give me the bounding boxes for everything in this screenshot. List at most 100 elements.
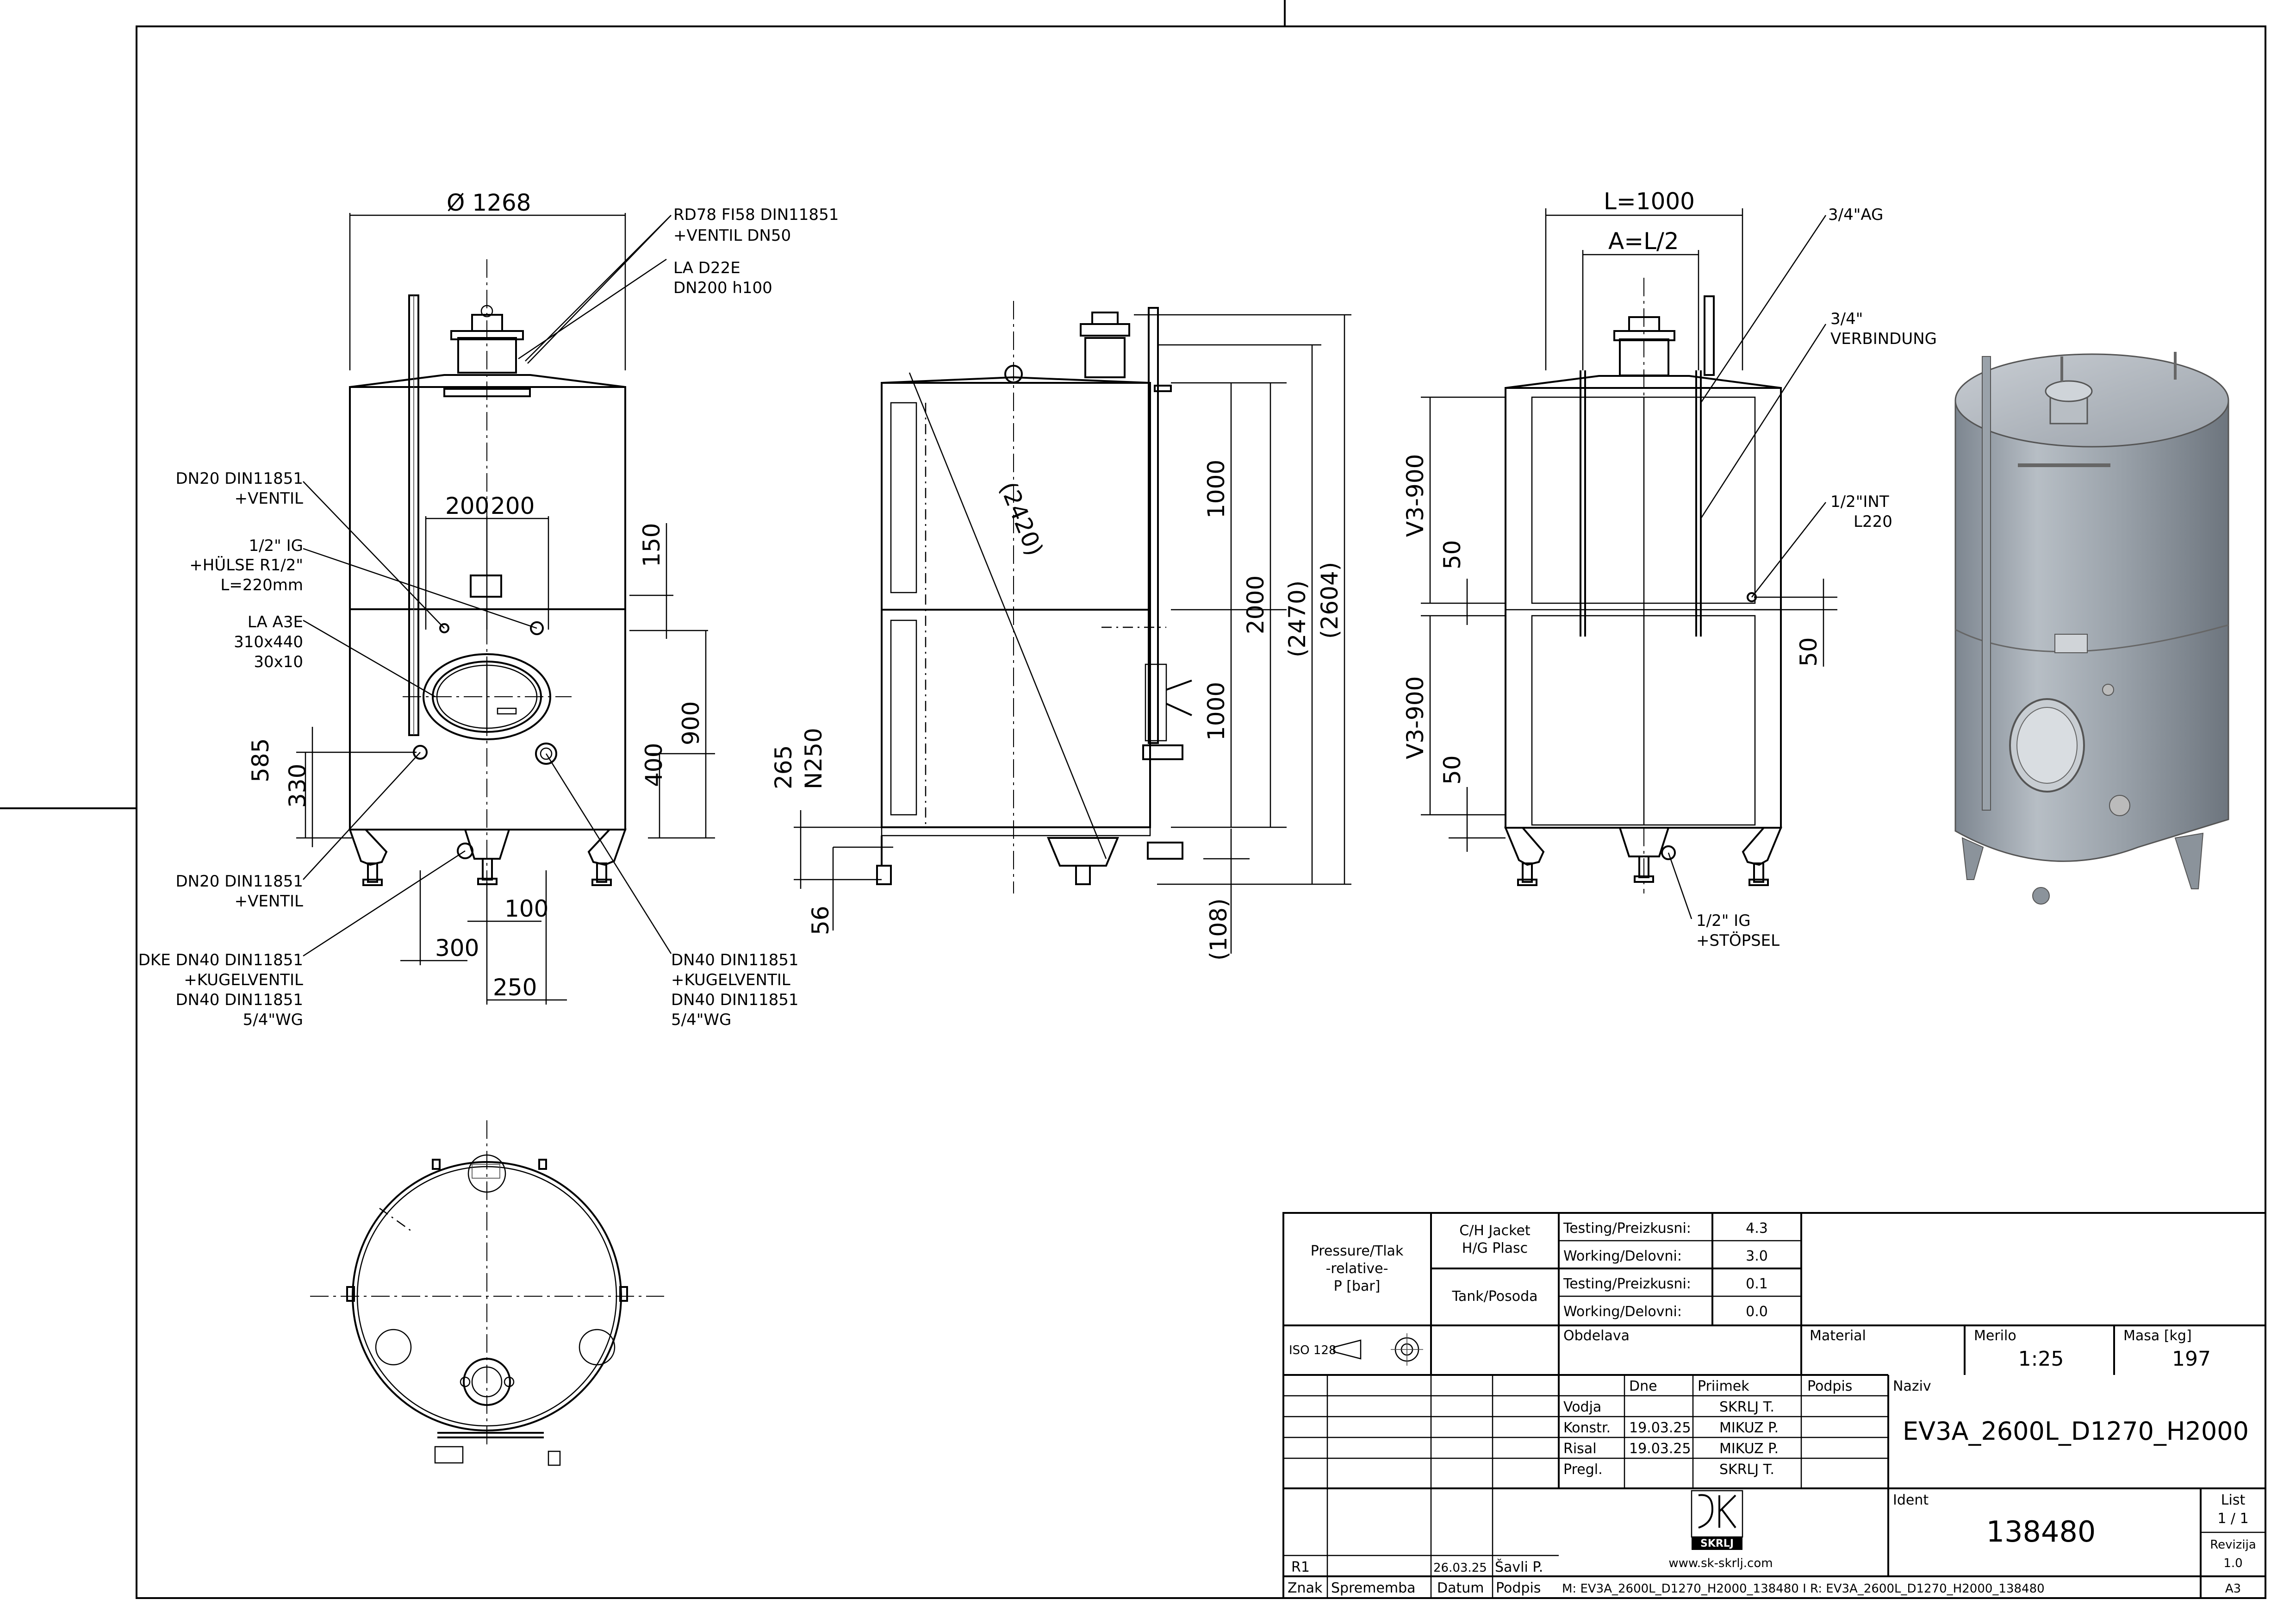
jacket-testing-value: 4.3: [1746, 1220, 1768, 1237]
col-znak: Znak: [1288, 1580, 1323, 1596]
callout-dn20-bottom-ventil: +VENTIL: [235, 892, 303, 911]
mass-label: Masa [kg]: [2123, 1328, 2192, 1344]
callout-ig: 1/2" IG: [249, 537, 303, 555]
dim-2470: (2470): [1284, 581, 1311, 657]
tank-testing-value: 0.1: [1746, 1276, 1768, 1292]
row-vodja-name: SKRLJ T.: [1719, 1399, 1774, 1415]
ident-number: 138480: [1986, 1515, 2096, 1549]
jacket-label-sl: H/G Plasc: [1462, 1240, 1528, 1256]
callout-dn20-bottom: DN20 DIN11851: [176, 872, 304, 891]
col-datum: Datum: [1437, 1580, 1484, 1596]
callout-la-a3e-gasket: 30x10: [254, 653, 303, 671]
dim-108: (108): [1205, 899, 1232, 961]
dim-100: 100: [504, 895, 548, 922]
side-view: (2420) 1000 1000 2000 (2470) (2604) (108…: [770, 301, 1351, 961]
website: www.sk-skrlj.com: [1668, 1556, 1773, 1570]
callout-dke-dn40: DN40 DIN11851: [176, 991, 304, 1009]
dim-150: 150: [638, 523, 665, 567]
callout-dke-kugelventil: +KUGELVENTIL: [184, 971, 303, 989]
col-sprememba: Sprememba: [1331, 1580, 1416, 1596]
callout-dn20-top: DN20 DIN11851: [176, 469, 304, 488]
pressure-unit: P [bar]: [1334, 1278, 1381, 1294]
dim-v3-900-bottom: V3-900: [1402, 676, 1429, 760]
row-pregl-name: SKRLJ T.: [1719, 1462, 1774, 1478]
callout-stopsel: +STÖPSEL: [1696, 931, 1780, 950]
iso-standard: ISO 128: [1289, 1343, 1337, 1357]
back-callouts: 3/4"AG 3/4" VERBINDUNG 1/2"INT L220 1/2"…: [1696, 206, 1937, 950]
top-view: [310, 1120, 664, 1466]
row-konstr-name: MIKUZ P.: [1719, 1420, 1779, 1436]
pressure-label: Pressure/Tlak: [1311, 1243, 1404, 1259]
callout-dn40-dn40: DN40 DIN11851: [671, 991, 799, 1009]
dim-n250: N250: [800, 728, 827, 789]
material-label: Material: [1810, 1328, 1866, 1344]
jacket-working-label: Working/Delovni:: [1563, 1248, 1682, 1264]
callout-la-d22e: LA D22E: [673, 259, 740, 277]
callout-dn20-top-ventil: +VENTIL: [235, 489, 303, 508]
tank-working-value: 0.0: [1746, 1304, 1768, 1320]
callout-verbindung: VERBINDUNG: [1830, 330, 1937, 348]
jacket-testing-label: Testing/Preizkusni:: [1563, 1220, 1691, 1237]
callout-dn40-kugelventil: +KUGELVENTIL: [671, 971, 790, 989]
dim-50-top: 50: [1439, 540, 1466, 569]
dim-265: 265: [770, 745, 797, 789]
callout-dn40-wg: 5/4"WG: [671, 1011, 731, 1029]
scale-value: 1:25: [2018, 1347, 2064, 1371]
callout-la-a3e: LA A3E: [248, 613, 303, 631]
callout-rd78: RD78 FI58 DIN11851: [673, 206, 839, 224]
callout-1-2-int: 1/2"INT: [1830, 493, 1889, 511]
dim-400: 400: [641, 743, 667, 787]
tank-label: Tank/Posoda: [1451, 1288, 1537, 1305]
front-diameter-dim: Ø 1268: [447, 189, 531, 216]
obdelava-label: Obdelava: [1563, 1328, 1630, 1344]
isometric-3d-view: [1954, 352, 2229, 905]
callout-rd78-ventil: +VENTIL DN50: [673, 226, 791, 245]
col-dne: Dne: [1629, 1378, 1657, 1394]
sk-logo: SKRLJ: [1691, 1490, 1743, 1550]
row-pregl-role: Pregl.: [1563, 1462, 1603, 1478]
col-podpis-rev: Podpis: [1496, 1580, 1541, 1596]
callout-l220: L220: [1854, 512, 1892, 531]
dim-2420: (2420): [995, 478, 1048, 560]
front-callouts: RD78 FI58 DIN11851 +VENTIL DN50 LA D22E …: [138, 206, 839, 1029]
dim-1000-bottom: 1000: [1203, 682, 1230, 741]
dim-200-right: 200: [491, 493, 535, 519]
row-vodja-role: Vodja: [1563, 1399, 1601, 1415]
sheet-format: A3: [2225, 1582, 2241, 1596]
dim-56: 56: [807, 906, 834, 935]
rev-name: Šavli P.: [1495, 1558, 1543, 1575]
callout-dn40: DN40 DIN11851: [671, 951, 799, 969]
mass-value: 197: [2172, 1347, 2211, 1371]
dim-300: 300: [435, 935, 479, 962]
rev-date: 26.03.25: [1433, 1561, 1487, 1575]
model-path: M: EV3A_2600L_D1270_H2000_138480 I R: EV…: [1562, 1582, 2045, 1596]
revizija-label: Revizija: [2210, 1538, 2256, 1552]
row-konstr-date: 19.03.25: [1629, 1420, 1691, 1436]
row-risal-role: Risal: [1563, 1441, 1597, 1457]
rev-mark: R1: [1291, 1559, 1310, 1575]
title-block-text: Pressure/Tlak -relative- P [bar] C/H Jac…: [1288, 1220, 2256, 1596]
dim-250: 250: [493, 974, 537, 1001]
dim-v3-900-top: V3-900: [1402, 454, 1429, 537]
drawing-title: EV3A_2600L_D1270_H2000: [1903, 1417, 2249, 1446]
revizija-value: 1.0: [2223, 1556, 2242, 1570]
tank-working-label: Working/Delovni:: [1563, 1304, 1682, 1320]
dim-1000-top: 1000: [1203, 460, 1230, 518]
callout-la-d22e-dn200: DN200 h100: [673, 279, 772, 297]
row-risal-name: MIKUZ P.: [1719, 1441, 1779, 1457]
logo-text: SKRLJ: [1700, 1538, 1734, 1549]
list-label: List: [2221, 1492, 2246, 1508]
ident-label: Ident: [1893, 1492, 1929, 1508]
row-risal-date: 19.03.25: [1629, 1441, 1691, 1457]
col-priimek: Priimek: [1698, 1378, 1749, 1394]
dim-200-left: 200: [445, 493, 489, 519]
tank-testing-label: Testing/Preizkusni:: [1563, 1276, 1691, 1292]
dim-l1000: L=1000: [1604, 188, 1695, 215]
callout-1-2-ig: 1/2" IG: [1696, 912, 1751, 930]
list-value: 1 / 1: [2217, 1511, 2248, 1527]
sheet-frame: [0, 0, 2266, 1599]
col-podpis: Podpis: [1807, 1378, 1852, 1394]
title-block: SKRLJ: [1282, 1212, 2266, 1599]
callout-ig-hulse: +HÜLSE R1/2": [189, 556, 303, 575]
jacket-label: C/H Jacket: [1459, 1223, 1531, 1239]
